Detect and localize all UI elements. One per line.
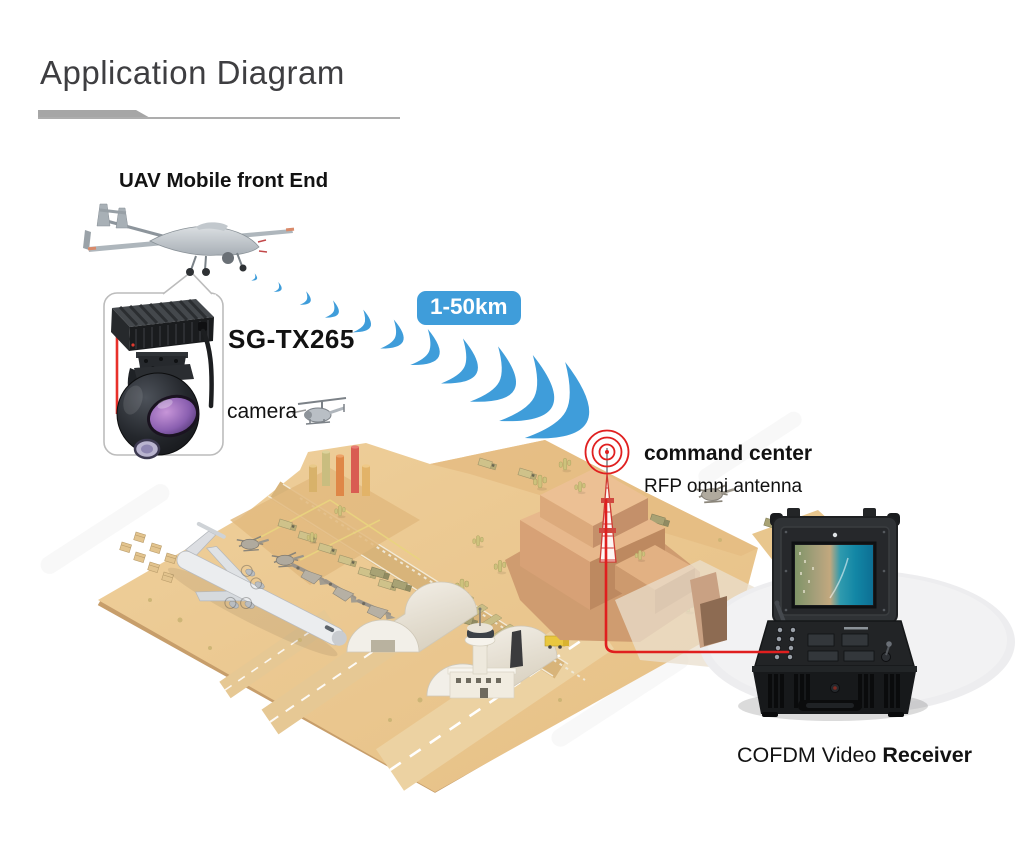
receiver-case xyxy=(752,508,917,717)
transmitter-label: SG-TX265 xyxy=(228,324,355,354)
transport-plane xyxy=(167,521,347,657)
video-transmitter-device xyxy=(111,298,214,409)
apron xyxy=(230,468,421,585)
camera-pointer-line xyxy=(291,409,307,414)
fuel-truck xyxy=(544,635,569,649)
control-tower xyxy=(447,607,517,699)
antenna-label: RFP omni antenna xyxy=(644,476,803,497)
title-underline-thin xyxy=(38,116,400,119)
camera-label: camera xyxy=(227,400,298,423)
command-center-label: command center xyxy=(644,442,813,465)
hangar xyxy=(346,581,478,653)
uav-drone-illustration xyxy=(83,203,295,276)
title-underline-thick xyxy=(38,110,152,119)
red-link-line xyxy=(604,498,790,654)
receiver-label-bold: Receiver xyxy=(882,743,973,767)
airbase-illustration xyxy=(97,440,860,793)
camera-gimbal-ball xyxy=(116,352,200,460)
radio-waves-icon xyxy=(584,429,630,475)
receiver-screen xyxy=(795,545,873,605)
helicopter-icon xyxy=(297,397,347,425)
transmitter-antenna xyxy=(200,328,214,409)
light-mast xyxy=(510,630,523,668)
uav-label: UAV Mobile front End xyxy=(119,169,329,192)
cofdm-receiver xyxy=(690,508,1015,721)
receiver-label: COFDM Video Receiver xyxy=(737,743,972,768)
lid-logo xyxy=(832,532,838,538)
range-badge: 1-50km xyxy=(417,291,521,325)
callout-box xyxy=(103,271,224,460)
receiver-label-regular: COFDM Video xyxy=(737,743,883,767)
colored-poles xyxy=(309,445,370,496)
page-title: Application Diagram xyxy=(40,54,345,91)
